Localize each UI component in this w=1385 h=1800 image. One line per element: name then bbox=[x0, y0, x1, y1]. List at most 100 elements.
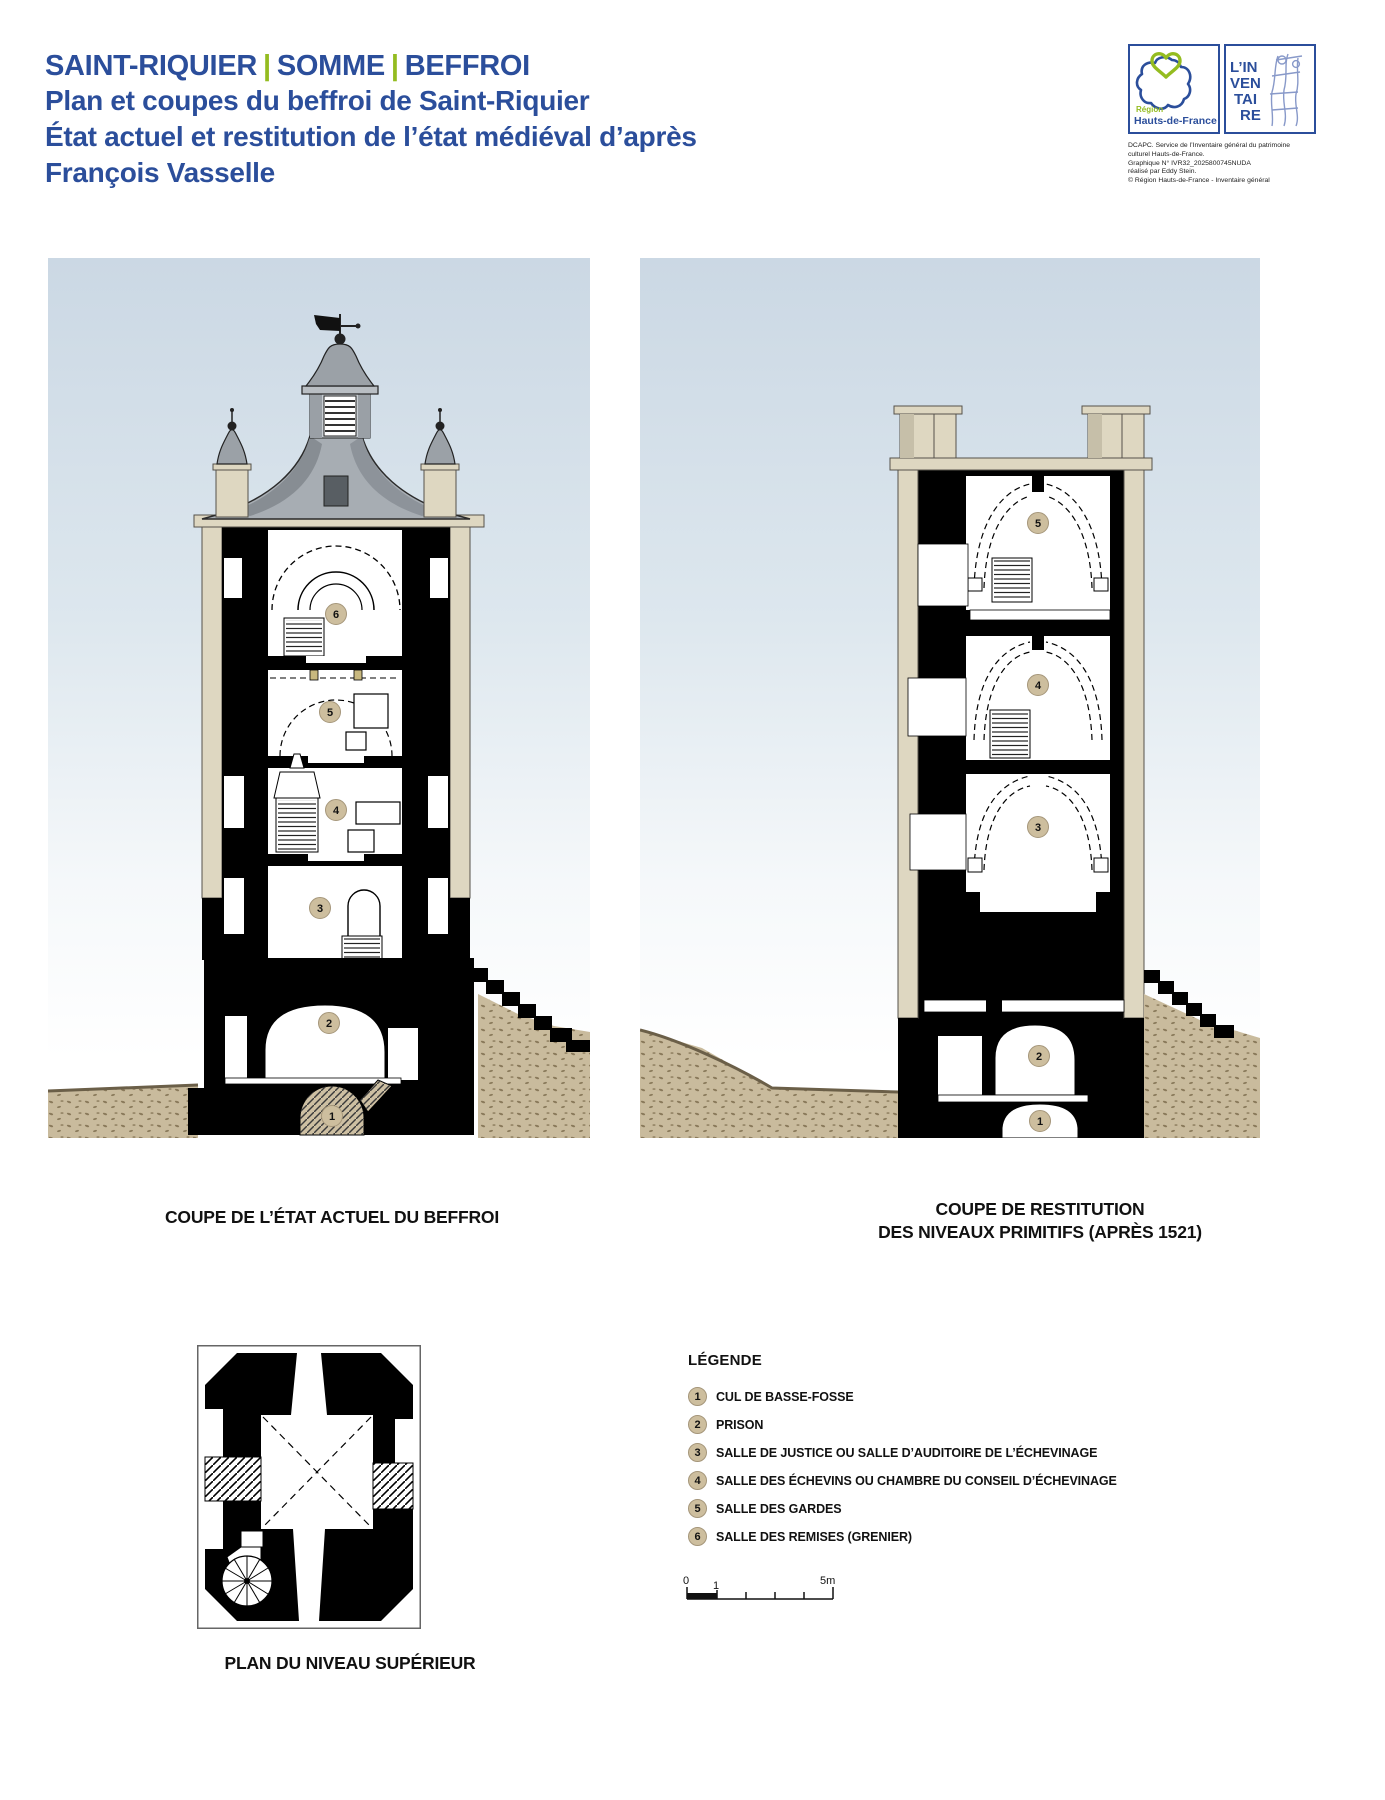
region-logo-line2: Hauts-de-France bbox=[1134, 115, 1217, 127]
subtitle-line-1: Plan et coupes du beffroi de Saint-Riqui… bbox=[45, 85, 590, 116]
inventaire-logo-line3: TAI bbox=[1234, 91, 1257, 108]
svg-text:2: 2 bbox=[1036, 1051, 1042, 1063]
legend-label-2: PRISON bbox=[716, 1417, 764, 1432]
legend-badge-4: 4 bbox=[688, 1471, 707, 1490]
room-4 bbox=[224, 753, 448, 854]
badge-room-3: 3 bbox=[309, 897, 331, 919]
france-map-heart-icon: Région Hauts-de-France bbox=[1134, 52, 1217, 127]
weathervane-icon bbox=[314, 314, 361, 345]
room-3 bbox=[909, 774, 1110, 912]
credit-line: culturel Hauts-de-France. bbox=[1128, 150, 1205, 158]
caption-right-line1: COUPE DE RESTITUTION bbox=[935, 1199, 1145, 1219]
ground-left bbox=[640, 1028, 899, 1138]
credit-line: DCAPC. Service de l’Inventaire général d… bbox=[1128, 142, 1291, 149]
ground-left bbox=[48, 1083, 199, 1138]
right-pinnacle bbox=[420, 408, 460, 518]
svg-text:2: 2 bbox=[326, 1018, 332, 1030]
legend-badge-3: 3 bbox=[688, 1443, 707, 1462]
legend-label-4: SALLE DES ÉCHEVINS OU CHAMBRE DU CONSEIL… bbox=[716, 1473, 1117, 1488]
plan-right-opening-hatch bbox=[372, 1462, 414, 1510]
badge-room-2: 2 bbox=[1028, 1045, 1050, 1067]
region-hauts-de-france-logo: Région Hauts-de-France bbox=[1128, 44, 1220, 134]
credits-block: DCAPC. Service de l’Inventaire général d… bbox=[1128, 142, 1338, 186]
room-5 bbox=[917, 476, 1111, 621]
page-title: SAINT-RIQUIER|SOMME|BEFFROI bbox=[45, 50, 697, 83]
ground-right-stairs bbox=[1144, 970, 1260, 1138]
svg-text:3: 3 bbox=[1035, 822, 1041, 834]
floor-strip bbox=[923, 999, 1125, 1013]
title-segment-monument: BEFFROI bbox=[404, 50, 530, 82]
left-pinnacle bbox=[212, 408, 252, 518]
credit-line: Graphique N° IVR32_2025800745NUDA bbox=[1128, 159, 1251, 167]
credit-line: réalisé par Eddy Stein. bbox=[1128, 168, 1197, 176]
logo-block: Région Hauts-de-France L’IN VEN bbox=[1128, 44, 1338, 186]
legend-item-5: 5 SALLE DES GARDES bbox=[688, 1499, 1117, 1518]
svg-text:6: 6 bbox=[333, 609, 339, 621]
title-segment-town: SAINT-RIQUIER bbox=[45, 50, 258, 82]
title-separator: | bbox=[263, 50, 271, 82]
roof-window bbox=[323, 475, 349, 507]
legend-item-4: 4 SALLE DES ÉCHEVINS OU CHAMBRE DU CONSE… bbox=[688, 1471, 1117, 1490]
caption-right-section: COUPE DE RESTITUTION DES NIVEAUX PRIMITI… bbox=[760, 1198, 1320, 1244]
inventaire-figures-icon: L’IN VEN TAI RE bbox=[1230, 53, 1303, 127]
legend-label-6: SALLE DES REMISES (GRENIER) bbox=[716, 1529, 912, 1544]
badge-room-5: 5 bbox=[1027, 512, 1049, 534]
room-number-badges: 5 4 3 2 1 bbox=[1027, 512, 1051, 1132]
subtitle-line-2: État actuel et restitution de l’état méd… bbox=[45, 121, 697, 152]
legend-label-3: SALLE DE JUSTICE OU SALLE D’AUDITOIRE DE… bbox=[716, 1445, 1098, 1460]
section-restitution-drawing: 5 4 3 2 1 bbox=[640, 258, 1260, 1138]
svg-text:4: 4 bbox=[1035, 680, 1042, 692]
svg-text:5: 5 bbox=[1035, 518, 1041, 530]
scale-label-1: 1 bbox=[713, 1580, 719, 1592]
svg-text:1: 1 bbox=[1037, 1116, 1043, 1128]
legend-label-5: SALLE DES GARDES bbox=[716, 1501, 842, 1516]
legend: LÉGENDE 1 CUL DE BASSE-FOSSE 2 PRISON 3 … bbox=[688, 1352, 1117, 1555]
subtitle-line-3: François Vasselle bbox=[45, 157, 275, 188]
legend-label-1: CUL DE BASSE-FOSSE bbox=[716, 1389, 854, 1404]
badge-room-1: 1 bbox=[321, 1105, 343, 1127]
svg-text:5: 5 bbox=[327, 707, 333, 719]
badge-room-1: 1 bbox=[1029, 1110, 1051, 1132]
floor-opening bbox=[308, 854, 364, 861]
inventaire-logo: L’IN VEN TAI RE bbox=[1224, 44, 1316, 134]
caption-left-section: COUPE DE L’ÉTAT ACTUEL DU BEFFROI bbox=[164, 1207, 499, 1227]
legend-badge-6: 6 bbox=[688, 1527, 707, 1546]
scale-label-5m: 5m bbox=[820, 1575, 835, 1587]
svg-text:3: 3 bbox=[317, 903, 323, 915]
legend-item-1: 1 CUL DE BASSE-FOSSE bbox=[688, 1387, 1117, 1406]
legend-item-2: 2 PRISON bbox=[688, 1415, 1117, 1434]
room-2 bbox=[224, 1004, 418, 1085]
baroque-roof bbox=[201, 314, 471, 520]
belfry-tower-section bbox=[188, 514, 485, 1136]
badge-room-6: 6 bbox=[325, 603, 347, 625]
title-separator: | bbox=[390, 50, 399, 82]
caption-plan: PLAN DU NIVEAU SUPÉRIEUR bbox=[224, 1653, 476, 1673]
room-6 bbox=[224, 530, 448, 657]
medieval-tower-section bbox=[889, 405, 1153, 1138]
scale-bar-filled-segment bbox=[687, 1593, 717, 1599]
region-logo-line1: Région bbox=[1136, 105, 1163, 114]
plan-vault-diagonals bbox=[262, 1416, 372, 1528]
svg-text:4: 4 bbox=[333, 805, 340, 817]
floor-strip-gap bbox=[986, 1000, 1002, 1012]
floor-opening bbox=[308, 756, 364, 763]
right-turret bbox=[1081, 405, 1151, 459]
room-4 bbox=[907, 636, 1110, 760]
plan-left-opening-hatch bbox=[204, 1456, 262, 1502]
floor-opening bbox=[306, 656, 366, 663]
inventaire-logo-line2: VEN bbox=[1230, 75, 1261, 92]
svg-text:1: 1 bbox=[329, 1111, 335, 1123]
legend-title: LÉGENDE bbox=[688, 1352, 762, 1369]
room-2 bbox=[937, 1024, 1089, 1103]
plan-spiral-stair bbox=[221, 1555, 273, 1607]
badge-room-5: 5 bbox=[319, 701, 341, 723]
badge-room-3: 3 bbox=[1027, 816, 1049, 838]
inventaire-logo-line1: L’IN bbox=[1230, 59, 1258, 76]
legend-badge-5: 5 bbox=[688, 1499, 707, 1518]
badge-room-4: 4 bbox=[325, 799, 347, 821]
scale-bar: 0 1 5m bbox=[683, 1575, 835, 1600]
left-turret bbox=[893, 405, 963, 459]
credit-line: © Région Hauts-de-France - Inventaire gé… bbox=[1128, 177, 1270, 185]
foundation-step bbox=[188, 1088, 204, 1135]
title-segment-department: SOMME bbox=[276, 50, 385, 82]
